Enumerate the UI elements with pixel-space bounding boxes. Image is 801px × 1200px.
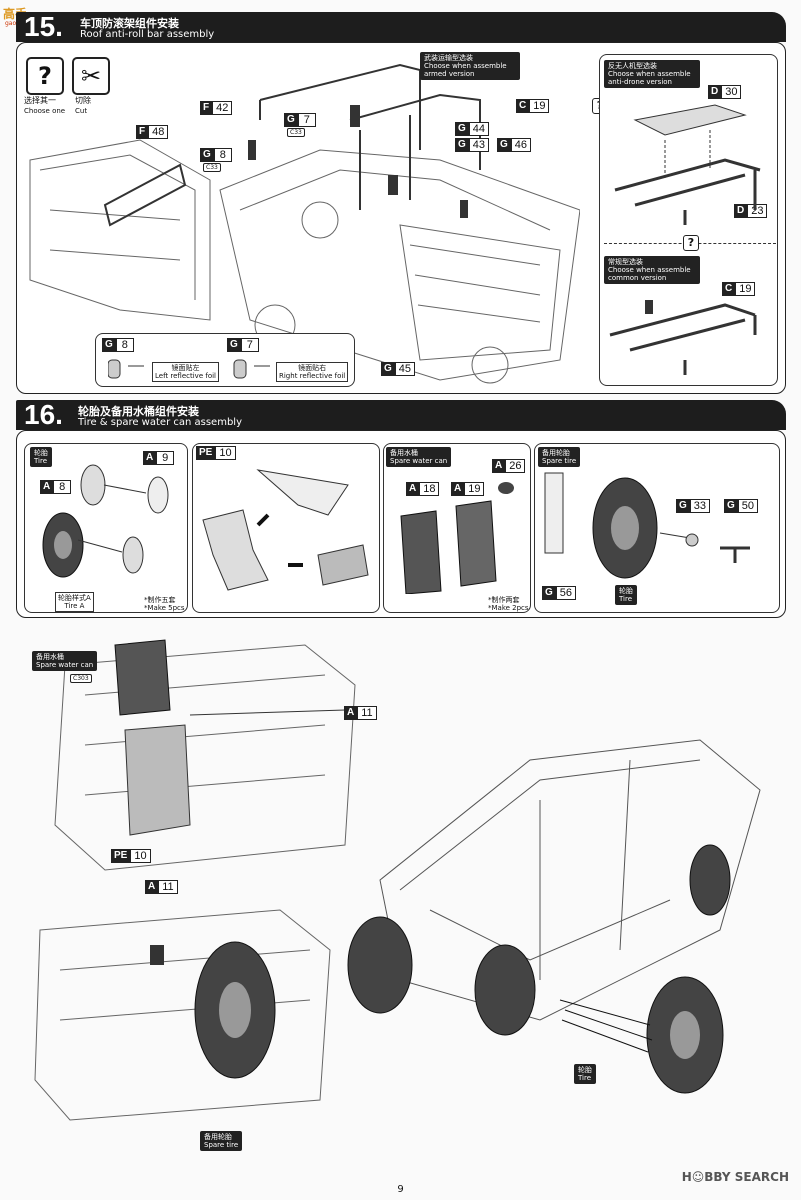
reflective-foil-box — [95, 333, 355, 387]
choose-one-icon: ? — [26, 57, 64, 95]
step16-title-en: Tire & spare water can assembly — [78, 417, 242, 428]
drone-note-zh: 反无人机型选装 — [608, 62, 657, 70]
full-vehicle-illustration — [347, 739, 761, 1094]
armed-note-en1: Choose when assemble — [424, 62, 507, 70]
drone-note-en1: Choose when assemble — [608, 70, 691, 78]
rear-water-can-assembly-illustration — [54, 639, 356, 871]
vehicle-roll-cage-illustration — [29, 63, 580, 384]
make-5-note: *制作五套*Make 5pcs — [144, 596, 185, 612]
choose-one-zh: 选择其一 — [24, 96, 56, 105]
step16-title-zh: 轮胎及备用水桶组件安装 — [78, 405, 199, 418]
anti-drone-bar-illustration — [614, 104, 761, 225]
cut-zh: 切除 — [75, 96, 91, 105]
cut-icon: ✂ — [72, 57, 110, 95]
step16-number: 16. — [24, 399, 63, 430]
anti-drone-note: 反无人机型选装 Choose when assemble anti-drone … — [604, 60, 700, 88]
armed-note-zh: 武装运输型选装 — [424, 54, 473, 62]
armed-note-en2: armed version — [424, 70, 475, 78]
step15-header: 15. 车顶防滚架组件安装 Roof anti-roll bar assembl… — [16, 12, 786, 42]
tire-assembly-illustration — [42, 464, 169, 578]
choose-one-en: Choose one — [24, 107, 66, 115]
page-number: 9 — [397, 1184, 404, 1195]
cut-en: Cut — [75, 107, 88, 115]
hobby-search-watermark: H☺BBY SEARCH — [681, 1170, 789, 1184]
rear-spare-tire-assembly-illustration — [34, 909, 331, 1121]
make-2-note: *制作两套*Make 2pcs — [488, 596, 529, 612]
common-note-zh: 常规型选装 — [608, 258, 643, 266]
step16-header: 16. 轮胎及备用水桶组件安装 Tire & spare water can a… — [16, 400, 786, 430]
common-note-en2: common version — [608, 274, 667, 282]
badge-c303: C303 — [70, 674, 92, 683]
common-note-en1: Choose when assemble — [608, 266, 691, 274]
common-version-note: 常规型选装 Choose when assemble common versio… — [604, 256, 700, 284]
foil-parts-illustration — [108, 359, 270, 379]
badge-c33-a: C33 — [287, 128, 305, 137]
step15-number: 15. — [24, 11, 63, 42]
water-can-illustration — [400, 482, 514, 594]
armed-version-note: 武装运输型选装 Choose when assemble armed versi… — [420, 52, 520, 80]
step15-title-en: Roof anti-roll bar assembly — [80, 29, 215, 40]
step15-title-zh: 车顶防滚架组件安装 — [80, 17, 179, 30]
common-bar-illustration — [609, 300, 757, 375]
drone-note-en2: anti-drone version — [608, 78, 672, 86]
choose-one-icon-option: ? — [683, 235, 699, 251]
spare-tire-illustration — [544, 472, 750, 579]
badge-c33-b: C33 — [203, 163, 221, 172]
pe-bracket-illustration — [202, 469, 369, 591]
